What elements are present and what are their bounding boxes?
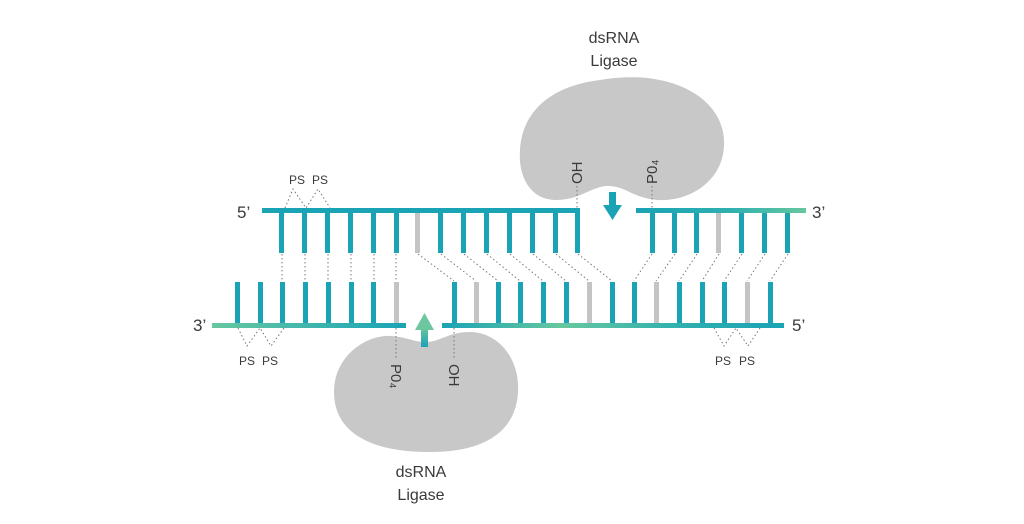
ps-label: PS <box>312 173 328 187</box>
base <box>348 213 353 253</box>
base <box>496 282 501 323</box>
bottom-enzyme-label-line2: Ligase <box>397 487 444 504</box>
end-group-connectors <box>395 186 653 360</box>
base <box>575 213 580 253</box>
base <box>235 282 240 323</box>
bottom-enzyme-label-line1: dsRNA <box>396 464 447 481</box>
bottom-strand-left-backbone <box>212 323 406 328</box>
top-enzyme-label-line1: dsRNA <box>589 30 640 47</box>
base <box>785 213 790 253</box>
bottom-arrow-up-icon <box>415 313 434 347</box>
base <box>650 213 655 253</box>
bottom-strand-5prime-label: 5’ <box>792 316 805 335</box>
base-pair-lines <box>281 253 789 282</box>
base <box>632 282 637 323</box>
base <box>672 213 677 253</box>
top-oh-label: OH <box>569 162 586 185</box>
ps-label: PS <box>239 354 255 368</box>
base <box>484 213 489 253</box>
top-strand-left-backbone <box>262 208 580 213</box>
bottom-oh-label: OH <box>445 364 462 387</box>
base <box>768 282 773 323</box>
base <box>258 282 263 323</box>
base <box>302 213 307 253</box>
base <box>326 282 331 323</box>
bottom-strand-bases <box>235 282 773 323</box>
top-strand-bases <box>279 213 790 253</box>
bottom-strand-right-backbone <box>442 323 784 328</box>
ps-linkage-lines <box>237 187 761 347</box>
ps-label: PS <box>715 354 731 368</box>
base <box>700 282 705 323</box>
base <box>461 213 466 253</box>
base <box>371 282 376 323</box>
bottom-strand-3prime-label: 3’ <box>193 316 206 335</box>
top-enzyme-shape <box>519 77 725 201</box>
base <box>739 213 744 253</box>
top-arrow-down-icon <box>603 192 622 220</box>
base <box>722 282 727 323</box>
base <box>371 213 376 253</box>
ps-label: PS <box>262 354 278 368</box>
base <box>452 282 457 323</box>
base <box>518 282 523 323</box>
ps-label: PS <box>289 173 305 187</box>
base <box>507 213 512 253</box>
bottom-enzyme-shape <box>334 332 519 452</box>
base <box>280 282 285 323</box>
base <box>541 282 546 323</box>
base <box>677 282 682 323</box>
base <box>564 282 569 323</box>
top-strand-5prime-label: 5’ <box>237 203 250 222</box>
modified-base <box>654 282 659 323</box>
base <box>394 213 399 253</box>
top-po4-label: P0₄ <box>644 160 661 184</box>
modified-base <box>394 282 399 323</box>
top-strand-right-backbone <box>636 208 806 213</box>
top-strand-3prime-label: 3’ <box>812 203 825 222</box>
base <box>553 213 558 253</box>
bottom-po4-label: P0₄ <box>387 364 404 388</box>
modified-base <box>745 282 750 323</box>
base <box>279 213 284 253</box>
ps-label: PS <box>739 354 755 368</box>
modified-base <box>474 282 479 323</box>
base <box>762 213 767 253</box>
base <box>349 282 354 323</box>
modified-base <box>587 282 592 323</box>
modified-base <box>415 213 420 253</box>
modified-base <box>716 213 721 253</box>
base <box>438 213 443 253</box>
top-enzyme-label-line2: Ligase <box>590 53 637 70</box>
base <box>694 213 699 253</box>
base <box>325 213 330 253</box>
base <box>610 282 615 323</box>
base <box>530 213 535 253</box>
base <box>303 282 308 323</box>
